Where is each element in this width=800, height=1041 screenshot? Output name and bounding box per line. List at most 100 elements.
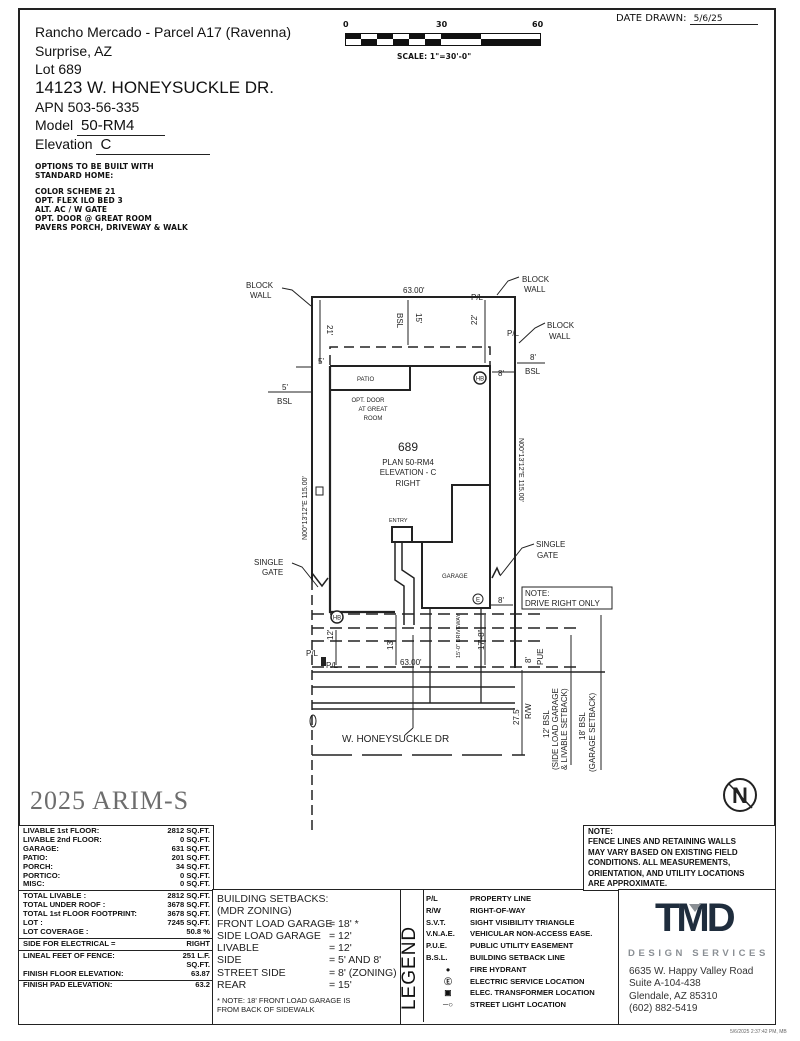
right-bsl-dim: 8' [530, 353, 536, 362]
address: 14123 W. HONEYSUCKLE DR. [35, 78, 275, 97]
legend-text: ELEC. TRANSFORMER LOCATION [470, 988, 595, 998]
dim-8: 8' [498, 369, 504, 378]
street-light-icon [309, 714, 317, 728]
date-value: 5/6/25 [689, 14, 758, 25]
area-label: TOTAL UNDER ROOF : [23, 900, 106, 910]
street-light-icon: ─○ [443, 1000, 453, 1010]
legend-key: P/L [426, 894, 438, 903]
date-drawn: DATE DRAWN: 5/6/25 [616, 13, 758, 25]
scale-label: SCALE: 1"=30'-0" [397, 52, 472, 61]
area-label: FINISH FLOOR ELEVATION: [23, 968, 124, 978]
pl-label: P/L [471, 293, 484, 302]
area-label: LOT : [23, 918, 43, 928]
scale-bar [345, 33, 541, 46]
area-value: 3678 SQ.FT. [167, 909, 210, 919]
area-value: 34 SQ.FT. [175, 861, 210, 871]
pl-label: P/L [326, 661, 339, 670]
setback-label: LIVABLE [217, 942, 259, 955]
legend-item: B.S.L.BUILDING SETBACK LINE [426, 952, 595, 964]
footer-stamp: 5/6/2025 2:37:42 PM, MB [730, 1029, 787, 1035]
area-row: MISC: 0 SQ.FT. [19, 880, 213, 889]
company-logo: TMD [655, 896, 736, 940]
area-label: MISC: [23, 879, 45, 889]
legend-item: P/L PROPERTY LINE [426, 893, 595, 905]
pad-label: FINISH PAD ELEVATION: [23, 979, 113, 989]
legend-item: Ⓔ ELECTRIC SERVICE LOCATION [426, 976, 595, 988]
pad-value: 63.2 [195, 979, 210, 989]
field-note: NOTE: FENCE LINES AND RETAINING WALLS MA… [583, 825, 776, 891]
setback-value: = 8' (ZONING) [329, 966, 397, 979]
area-row: LINEAL FEET OF FENCE:251 L.F. [19, 950, 213, 961]
legend-item: V.N.A.E.VEHICULAR NON-ACCESS EASE. [426, 928, 595, 940]
field-note-line: CONDITIONS. ALL MEASUREMENTS, [588, 858, 731, 868]
site-plan-drawing: HB HB E BLOCK WALL BLOCK WALL BLOCK WALL… [246, 275, 757, 830]
address-line: 6635 W. Happy Valley Road [629, 966, 754, 977]
area-label: LINEAL FEET OF FENCE: [23, 950, 115, 960]
driveway-dim: 15'-0" DRIVEWAY [456, 613, 462, 658]
block-wall-label: WALL [524, 285, 546, 294]
house-outline [391, 365, 491, 609]
setback-label: SIDE [217, 954, 242, 967]
model-label: Model [35, 117, 74, 133]
legend-text: FIRE HYDRANT [470, 964, 527, 974]
legend-item: ▣ ELEC. TRANSFORMER LOCATION [426, 987, 595, 999]
setback-value: = 5' AND 8' [329, 954, 382, 967]
setback-label: REAR [217, 979, 247, 992]
legend-item: ─○STREET LIGHT LOCATION [426, 999, 595, 1011]
bsl-12-label: & LIVABLE SETBACK) [560, 688, 569, 770]
scale-tick: 30 [436, 20, 448, 29]
area-label: LIVABLE 2nd FLOOR: [23, 834, 102, 844]
bsl-12-label: (SIDE LOAD GARAGE [551, 688, 560, 770]
elevation-label: ELEVATION - C [380, 468, 437, 477]
street-name: W. HONEYSUCKLE DR [342, 734, 449, 745]
opt-door-label: ROOM [364, 416, 383, 422]
transformer-icon: ▣ [444, 988, 452, 998]
area-label: TOTAL 1st FLOOR FOOTPRINT: [23, 909, 137, 919]
dim-17: 17'-8" [477, 629, 486, 650]
legend-text: PROPERTY LINE [470, 894, 532, 903]
model-value: 50-RM4 [77, 117, 166, 136]
area-row: LOT COVERAGE :50.8 % [19, 927, 213, 937]
rear-setback-dim: 15' [414, 313, 423, 324]
field-note-line: ARE APPROXIMATE. [588, 879, 668, 889]
pl-label: P/L [306, 649, 319, 658]
electric-service-icon: E [472, 593, 484, 605]
svg-text:E: E [476, 598, 480, 604]
north-arrow-icon: N [723, 778, 757, 812]
scale-tick: 0 [343, 20, 349, 29]
electrical-label: SIDE FOR ELECTRICAL = [23, 938, 116, 948]
area-value: 0 SQ.FT. [180, 879, 210, 889]
phone: (602) 882-5419 [629, 1002, 698, 1014]
pue-dim: 8' [524, 657, 533, 663]
pl-label: P/L [507, 329, 520, 338]
options-title-line: STANDARD HOME: [35, 171, 114, 180]
legend-text: ELECTRIC SERVICE LOCATION [470, 976, 585, 986]
rear-setback-line [329, 346, 491, 365]
area-row: TOTAL 1st FLOOR FOOTPRINT: 3678 SQ.FT. [19, 909, 213, 919]
area-group-livable: LIVABLE 1st FLOOR:2812 SQ.FT.LIVABLE 2nd… [19, 826, 213, 892]
setbacks-note: * NOTE: 18' FRONT LOAD GARAGE IS [217, 996, 351, 1006]
option-item: OPT. DOOR @ GREAT ROOM [35, 214, 152, 223]
single-gate-label: GATE [537, 551, 558, 560]
bsl-12-label: 12' BSL [542, 710, 551, 738]
hand-label: RIGHT [396, 479, 421, 488]
option-item: COLOR SCHEME 21 [35, 187, 116, 196]
left-bsl-dim: 5' [282, 383, 288, 392]
patio-label: PATIO [357, 377, 374, 383]
setback-value: = 15' [329, 979, 352, 992]
building-setbacks: BUILDING SETBACKS: (MDR ZONING) FRONT LO… [212, 889, 402, 1025]
legend-item: ●FIRE HYDRANT [426, 964, 595, 976]
setback-row: REAR = 15' [217, 979, 397, 991]
field-note-line: MAY VARY BASED ON EXISTING FIELD [588, 847, 738, 857]
block-wall-label: BLOCK [547, 321, 575, 330]
apn: APN 503-56-335 [35, 99, 140, 115]
electric-service-icon: Ⓔ [444, 976, 452, 986]
setback-row: SIDE = 5' AND 8' [217, 954, 397, 966]
area-label: PATIO: [23, 852, 48, 862]
setback-value: = 18' * [329, 917, 359, 930]
area-value: 3678 SQ.FT. [167, 900, 210, 910]
opt-door-label: AT GREAT [358, 407, 387, 413]
area-value: 7245 SQ.FT. [167, 918, 210, 928]
